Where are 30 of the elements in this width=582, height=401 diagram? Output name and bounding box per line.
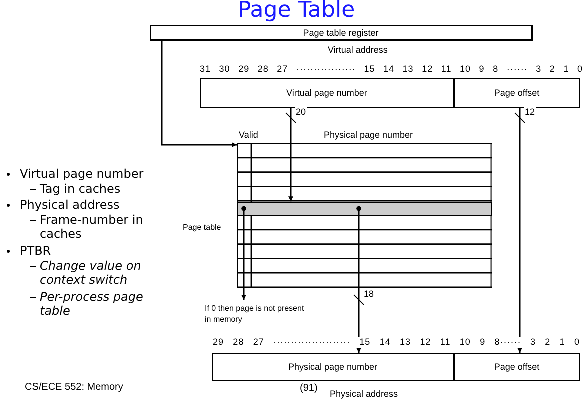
table-caption: Page table bbox=[183, 223, 222, 232]
arrow bbox=[242, 208, 246, 300]
address-field-box: Page offset bbox=[454, 78, 580, 108]
bullet-text: Change value on context switch bbox=[40, 259, 142, 287]
bullet-text: Physical address bbox=[20, 198, 120, 212]
column-header: Valid bbox=[239, 130, 258, 140]
address-field-box: Page offset bbox=[454, 353, 580, 381]
arrow bbox=[518, 108, 522, 353]
arrow bbox=[161, 41, 237, 148]
bullet-text: Tag in caches bbox=[40, 182, 121, 196]
edge-label: 12 bbox=[524, 107, 536, 117]
arrow bbox=[356, 208, 362, 353]
column-header: Physical page number bbox=[324, 130, 414, 140]
footer-text: CS/ECE 552: Memory bbox=[25, 382, 124, 393]
address-field-box: Physical page number bbox=[212, 353, 454, 381]
bullet-text: Virtual page number bbox=[20, 167, 144, 181]
arrow bbox=[288, 108, 294, 202]
edge-label: 20 bbox=[295, 107, 308, 117]
address-caption: Virtual address bbox=[328, 45, 388, 55]
table-entry-row bbox=[237, 202, 492, 216]
register-box: Page table register bbox=[150, 25, 533, 41]
bit-numbers: 29 28 27 ······················ 15 14 13 12 11 10 9 8······ 3 2 1 0 bbox=[213, 337, 580, 348]
address-caption: Physical address bbox=[330, 389, 398, 399]
bullet-text: PTBR bbox=[20, 244, 52, 258]
bullet-text: Per-process page table bbox=[40, 290, 144, 318]
edge-label: 18 bbox=[363, 289, 376, 299]
title: Page Table bbox=[238, 0, 356, 23]
note-text: If 0 then page is not present in memory bbox=[205, 303, 305, 327]
address-field-box: Virtual page number bbox=[200, 78, 454, 108]
bullet-text: Frame-number in caches bbox=[40, 213, 144, 241]
